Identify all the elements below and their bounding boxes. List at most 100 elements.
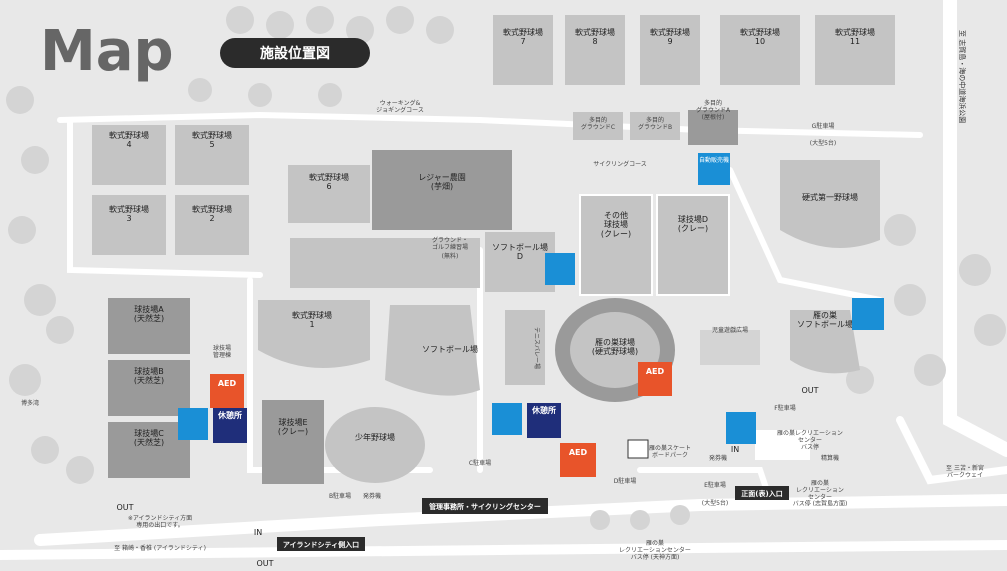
parking-b: B駐車場 (329, 492, 351, 500)
field-10[interactable] (720, 15, 800, 85)
main-gate[interactable] (735, 486, 789, 500)
nest-stadium-label: 雁の巣球場(硬式野球場) (592, 337, 638, 356)
parking-f: F駐車場 (774, 404, 795, 412)
ground-b[interactable] (630, 112, 680, 140)
field-2[interactable] (175, 195, 249, 255)
field-e[interactable] (262, 400, 324, 484)
golf-practice[interactable] (290, 238, 480, 288)
vending-5[interactable] (492, 403, 522, 435)
field-d[interactable] (656, 194, 730, 296)
hard-baseball-1[interactable] (780, 160, 880, 248)
parking-g: G駐車場 (812, 122, 835, 130)
vending-4[interactable] (178, 408, 208, 440)
ground-c-label: 多目的グラウンドC (581, 116, 615, 131)
softball-field-label: ソフトボール場 (422, 344, 478, 354)
field-7[interactable] (493, 15, 553, 85)
header: Map 施設位置図 (40, 19, 370, 84)
rest-area-1[interactable] (213, 408, 247, 443)
parking-g-note: (大型5台) (810, 139, 837, 147)
admin-office[interactable] (422, 498, 548, 514)
vending-machines: 自動販売機 (178, 153, 884, 444)
ground-b-label: 多目的グラウンドB (638, 116, 672, 131)
nest-softball-label: 雁の巣ソフトボール場 (797, 310, 853, 329)
aed-1[interactable] (210, 374, 244, 408)
trees (6, 6, 1006, 530)
bus-stop-tenjin: 雁の巣レクリエーションセンターバス停 (天神方面) (619, 539, 691, 561)
field-a-label: 球技場A(天然芝) (134, 304, 164, 323)
field-1[interactable] (258, 300, 370, 368)
field-3[interactable] (92, 195, 166, 255)
hard-baseball-1-label: 硬式第一野球場 (802, 192, 858, 202)
aed-3[interactable] (560, 443, 596, 477)
ground-a-label: 多目的グラウンドA(屋根付) (696, 99, 731, 121)
vending-label: 自動販売機 (699, 156, 729, 164)
field-c[interactable] (108, 422, 190, 478)
in-marker-2: IN (731, 445, 739, 454)
skate-park[interactable] (627, 439, 649, 459)
nest-softball[interactable] (790, 310, 860, 374)
field-e-label: 球技場E(クレー) (278, 417, 308, 436)
kids-playground[interactable] (700, 330, 760, 365)
youth-baseball-label: 少年野球場 (355, 432, 395, 442)
parking-d: D駐車場 (614, 477, 637, 485)
field-11[interactable] (815, 15, 895, 85)
rec-center-label: 雁の巣レクリエーションセンターバス停 (777, 429, 843, 451)
softball-field[interactable] (385, 305, 480, 396)
field-a[interactable] (108, 298, 190, 354)
ticket-2: 発券機 (709, 454, 727, 462)
youth-baseball[interactable] (325, 407, 425, 483)
softball-d[interactable] (485, 232, 555, 292)
field-b-label: 球技場B(天然芝) (134, 366, 164, 385)
other-field[interactable] (579, 194, 653, 296)
ground-a[interactable] (688, 110, 738, 145)
field-4[interactable] (92, 125, 166, 185)
leisure-farm-label: レジャー農園(芋畑) (418, 172, 466, 191)
other-field-label: その他球技場(クレー) (601, 210, 631, 238)
hakata-bay: 博多湾 (21, 399, 39, 407)
title-en: Map (40, 19, 174, 84)
walking-label: ウォーキング&ジョギングコース (376, 99, 424, 114)
ground-c[interactable] (573, 112, 623, 140)
field-6[interactable] (288, 165, 370, 223)
kanri-label: 球技場管理棟 (213, 344, 231, 359)
tennis-court[interactable] (505, 310, 545, 385)
field-9[interactable] (640, 15, 700, 85)
cycling-label: サイクリングコース (593, 160, 647, 168)
field-8[interactable] (565, 15, 625, 85)
field-b[interactable] (108, 360, 190, 416)
seisan-label: 精算機 (821, 454, 839, 462)
parking-e: E駐車場 (704, 481, 726, 489)
ticket-1: 発券機 (363, 492, 381, 500)
to-shikanoshima: 至 志賀島・海の中道海浜公園 (958, 30, 967, 123)
vending-1[interactable] (698, 153, 730, 185)
aed-1-label: AED (218, 379, 237, 388)
aed-2-label: AED (646, 367, 665, 376)
nest-stadium[interactable] (570, 312, 660, 388)
title-jp: 施設位置図 (260, 45, 330, 62)
rec-center[interactable] (755, 430, 810, 460)
out-marker-2: OUT (256, 559, 273, 568)
vending-2[interactable] (545, 253, 575, 285)
island-gate-label: アイランドシティ側入口 (283, 540, 359, 549)
vending-3[interactable] (852, 298, 884, 330)
island-gate[interactable] (277, 537, 365, 551)
aed-3-label: AED (569, 448, 588, 457)
leisure-farm[interactable] (372, 150, 512, 230)
tennis-label: テニスバレー場 (533, 327, 541, 369)
field-5[interactable] (175, 125, 249, 185)
vending-6[interactable] (726, 412, 756, 444)
aed-2[interactable] (638, 362, 672, 396)
rest-area-2[interactable] (527, 403, 561, 438)
parking-labels: G駐車場 (大型5台) F駐車場 E駐車場 (大型5台) D駐車場 C駐車場 B… (329, 122, 836, 507)
golf-label: グラウンド・ゴルフ練習場 (432, 236, 468, 251)
